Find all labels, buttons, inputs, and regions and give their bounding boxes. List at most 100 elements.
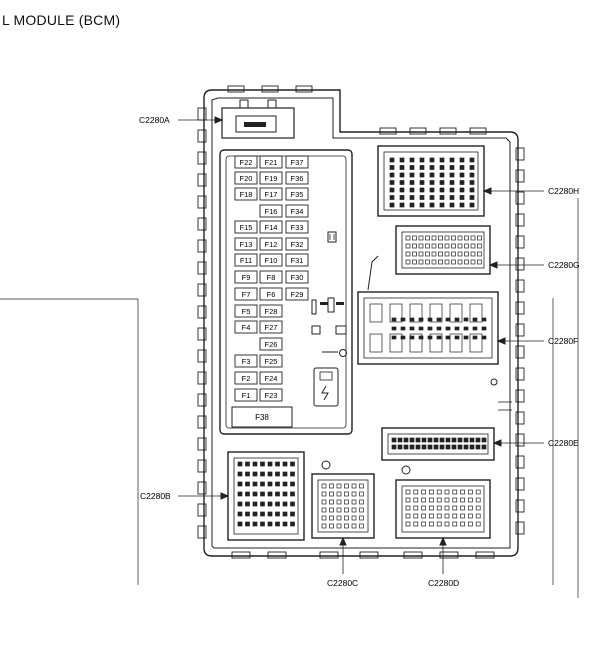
fuse-f20: F20 bbox=[234, 171, 258, 185]
fuse-f3: F3 bbox=[234, 354, 258, 368]
fuse-f4: F4 bbox=[234, 320, 258, 334]
fuse-f34: F34 bbox=[285, 204, 309, 218]
fuse-f23: F23 bbox=[259, 388, 283, 402]
fuse-label: F27 bbox=[265, 323, 278, 332]
fuse-f11: F11 bbox=[234, 253, 258, 267]
fuse-f7: F7 bbox=[234, 287, 258, 301]
fuse-label: F9 bbox=[242, 273, 251, 282]
fuse-f24: F24 bbox=[259, 371, 283, 385]
fuse-f26: F26 bbox=[259, 337, 283, 351]
connector-c2280d-body bbox=[395, 479, 491, 539]
fuse-label: F18 bbox=[240, 190, 253, 199]
page-title: L MODULE (BCM) bbox=[2, 12, 121, 28]
fuse-label: F7 bbox=[242, 290, 251, 299]
fuse-label: F6 bbox=[267, 290, 276, 299]
connector-c2280f-body bbox=[357, 291, 499, 365]
label-c2280h: C2280H bbox=[548, 186, 579, 196]
reference-lines bbox=[0, 198, 579, 598]
fuse-f12: F12 bbox=[259, 237, 283, 251]
fuse-f10: F10 bbox=[259, 253, 283, 267]
fuse-label: F10 bbox=[265, 256, 278, 265]
connector-c2280e-body bbox=[381, 427, 495, 461]
fuse-label: F1 bbox=[242, 391, 251, 400]
fuse-label: F15 bbox=[240, 223, 253, 232]
fuse-label: F12 bbox=[265, 240, 278, 249]
fuse-label: F8 bbox=[267, 273, 276, 282]
fuse-f22: F22 bbox=[234, 155, 258, 169]
fuse-f38-label: F38 bbox=[255, 413, 269, 422]
fuse-f37: F37 bbox=[285, 155, 309, 169]
fuse-label: F29 bbox=[291, 290, 304, 299]
fuse-f33: F33 bbox=[285, 220, 309, 234]
housing-clips bbox=[197, 85, 525, 559]
label-c2280d: C2280D bbox=[428, 578, 459, 588]
fuse-label: F35 bbox=[291, 190, 304, 199]
fuse-label: F32 bbox=[291, 240, 304, 249]
fuse-f36: F36 bbox=[285, 171, 309, 185]
fuse-f13: F13 bbox=[234, 237, 258, 251]
fuse-f6: F6 bbox=[259, 287, 283, 301]
fuse-label: F28 bbox=[265, 307, 278, 316]
fuse-label: F3 bbox=[242, 357, 251, 366]
fuse-f38: F38 bbox=[231, 406, 293, 428]
label-c2280e: C2280E bbox=[548, 438, 579, 448]
fuse-label: F25 bbox=[265, 357, 278, 366]
fuse-f17: F17 bbox=[259, 187, 283, 201]
internal-parts bbox=[311, 231, 512, 475]
fuse-label: F33 bbox=[291, 223, 304, 232]
module-housing bbox=[203, 89, 519, 557]
fuse-label: F5 bbox=[242, 307, 251, 316]
fuse-label: F16 bbox=[265, 207, 278, 216]
fuse-f29: F29 bbox=[285, 287, 309, 301]
fuse-label: F20 bbox=[240, 174, 253, 183]
fuse-label: F26 bbox=[265, 340, 278, 349]
fuse-f2: F2 bbox=[234, 371, 258, 385]
fuse-label: F14 bbox=[265, 223, 278, 232]
fuse-label: F2 bbox=[242, 374, 251, 383]
label-c2280f: C2280F bbox=[548, 336, 578, 346]
fuse-f1: F1 bbox=[234, 388, 258, 402]
callouts bbox=[178, 116, 544, 574]
label-c2280c: C2280C bbox=[327, 578, 358, 588]
fuse-f8: F8 bbox=[259, 270, 283, 284]
label-c2280b: C2280B bbox=[140, 491, 171, 501]
fuse-label: F23 bbox=[265, 391, 278, 400]
fuse-label: F4 bbox=[242, 323, 251, 332]
fuse-label: F11 bbox=[240, 256, 252, 265]
fuse-label: F31 bbox=[291, 256, 304, 265]
fuse-f16: F16 bbox=[259, 204, 283, 218]
fuse-f5: F5 bbox=[234, 304, 258, 318]
fuse-label: F30 bbox=[291, 273, 304, 282]
fuse-label: F13 bbox=[240, 240, 253, 249]
fuse-f19: F19 bbox=[259, 171, 283, 185]
fuse-f27: F27 bbox=[259, 320, 283, 334]
fuse-f30: F30 bbox=[285, 270, 309, 284]
fuse-f35: F35 bbox=[285, 187, 309, 201]
fuse-f21: F21 bbox=[259, 155, 283, 169]
fuse-label: F36 bbox=[291, 174, 304, 183]
fuse-f28: F28 bbox=[259, 304, 283, 318]
fuse-label: F24 bbox=[265, 374, 278, 383]
connector-c2280h-body bbox=[377, 145, 485, 217]
fuse-f31: F31 bbox=[285, 253, 309, 267]
fuse-label: F19 bbox=[265, 174, 278, 183]
fuse-f15: F15 bbox=[234, 220, 258, 234]
connector-c2280g-body bbox=[395, 225, 491, 275]
fuse-label: F21 bbox=[265, 158, 278, 167]
connector-c2280a-body bbox=[221, 99, 295, 139]
label-c2280g: C2280G bbox=[548, 260, 580, 270]
fuse-label: F22 bbox=[240, 158, 253, 167]
fuse-f14: F14 bbox=[259, 220, 283, 234]
fuse-label: F37 bbox=[291, 158, 304, 167]
fuse-f18: F18 bbox=[234, 187, 258, 201]
fuse-f9: F9 bbox=[234, 270, 258, 284]
connector-c2280b-body bbox=[227, 451, 305, 541]
connector-c2280c-body bbox=[311, 473, 375, 539]
fuse-f32: F32 bbox=[285, 237, 309, 251]
label-c2280a: C2280A bbox=[139, 115, 170, 125]
fuse-label: F34 bbox=[291, 207, 304, 216]
fuse-f25: F25 bbox=[259, 354, 283, 368]
fuse-label: F17 bbox=[265, 190, 278, 199]
